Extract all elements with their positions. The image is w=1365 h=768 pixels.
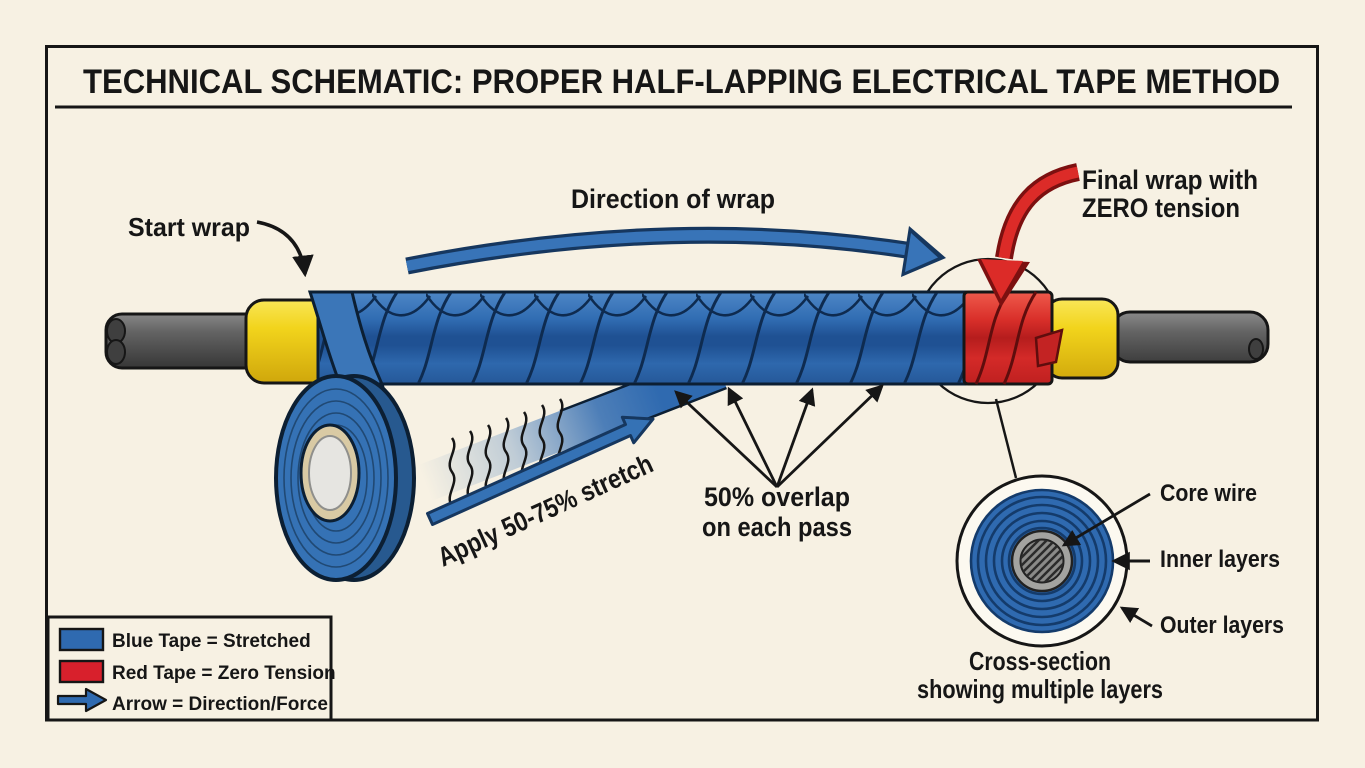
cross-section-caption-line2: showing multiple layers	[917, 674, 1163, 704]
direction-of-wrap-arrow	[405, 226, 946, 277]
zero-tension-arrow	[977, 163, 1080, 307]
overlap-pointer-arrows	[674, 384, 884, 489]
legend-item-label: Red Tape = Zero Tension	[112, 663, 336, 684]
outer-frame	[45, 45, 1319, 722]
start-wrap-arrow	[256, 220, 314, 278]
legend-red-swatch-icon	[58, 659, 105, 684]
stretch-direction-arrow	[426, 415, 655, 526]
outer-layers-pointer	[1119, 606, 1153, 628]
wire-strand-end	[106, 339, 126, 365]
right-wire	[1110, 310, 1270, 364]
direction-of-wrap-label: Direction of wrap	[571, 184, 775, 214]
red-tape-tail	[1034, 328, 1064, 368]
page-title: TECHNICAL SCHEMATIC: PROPER HALF-LAPPING…	[83, 63, 1280, 101]
legend-item-label: Arrow = Direction/Force	[112, 694, 328, 715]
overlap-label-line2: on each pass	[702, 512, 852, 542]
cross-section-caption-line1: Cross-section	[969, 646, 1111, 676]
legend-arrow-icon	[56, 687, 108, 713]
roll-core	[308, 435, 352, 511]
inner-layers-label: Inner layers	[1160, 546, 1280, 573]
stretched-tape-strip	[418, 350, 727, 507]
overlap-label-line1: 50% overlap	[704, 482, 850, 512]
core-wire-label: Core wire	[1160, 480, 1257, 507]
callout-connector-line	[994, 398, 1018, 479]
core-hatch	[1020, 539, 1064, 583]
legend: Blue Tape = Stretched Red Tape = Zero Te…	[46, 615, 336, 722]
cross-section-diagram	[955, 474, 1129, 648]
wire-strand-end	[1248, 338, 1264, 360]
legend-item-label: Blue Tape = Stretched	[112, 631, 311, 652]
core-wire-pointer	[1061, 492, 1151, 547]
outer-layers-label: Outer layers	[1160, 612, 1284, 639]
final-wrap-label-line1: Final wrap with	[1082, 165, 1258, 195]
start-wrap-label: Start wrap	[128, 212, 250, 242]
half-lap-pattern	[320, 293, 966, 383]
left-wire	[104, 312, 270, 370]
final-wrap-label-line2: ZERO tension	[1082, 193, 1240, 223]
tape-roll	[274, 374, 416, 582]
legend-blue-swatch-icon	[58, 627, 105, 652]
